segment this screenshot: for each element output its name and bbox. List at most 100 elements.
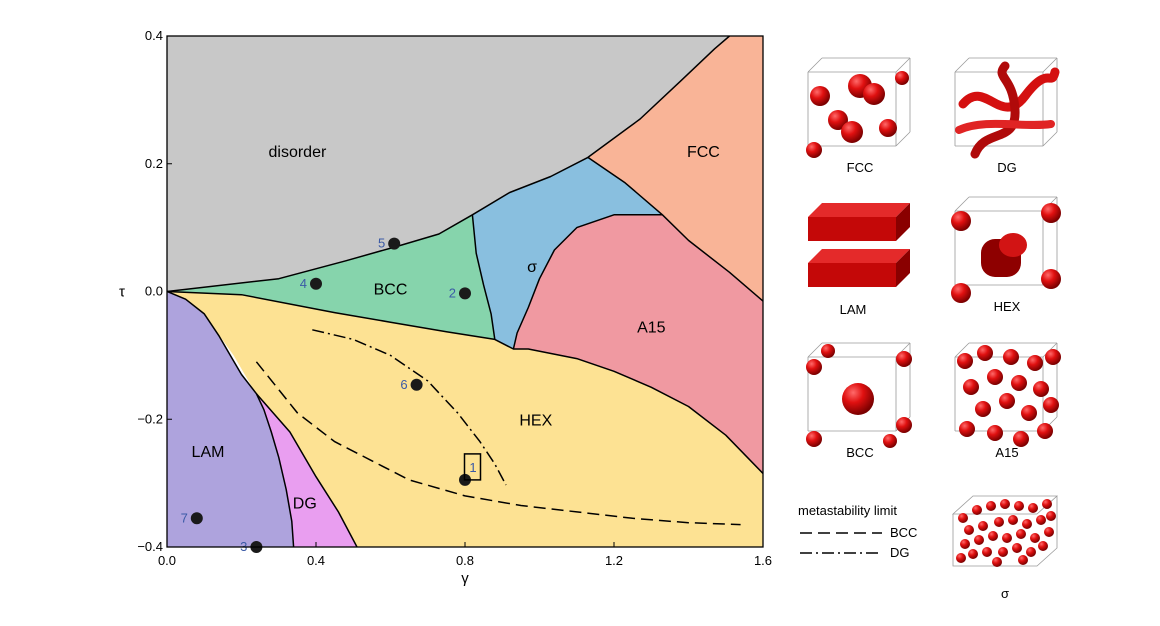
cube-edge — [1042, 131, 1058, 147]
cube-edge — [807, 57, 823, 73]
micelle-sphere — [956, 553, 966, 563]
region-label-hex: HEX — [519, 412, 552, 429]
micelle-sphere — [963, 379, 979, 395]
x-tick-label: 0.4 — [307, 553, 325, 568]
micelle-sphere — [883, 434, 897, 448]
micelle-sphere — [1028, 503, 1038, 513]
state-point-label-5: 5 — [378, 236, 385, 251]
x-tick-label: 1.6 — [754, 553, 772, 568]
state-point-label-4: 4 — [300, 276, 307, 291]
micelle-sphere — [987, 369, 1003, 385]
phase-boundary-5 — [167, 290, 763, 475]
phase-regions — [167, 36, 763, 547]
state-point-7 — [190, 512, 203, 525]
lamella-side — [896, 203, 910, 241]
y-tick-label: 0.4 — [145, 28, 163, 43]
highlight-box — [463, 453, 482, 481]
metastability-line-bcc — [255, 361, 741, 526]
region-label-dg: DG — [293, 495, 317, 512]
micelle-sphere — [842, 383, 874, 415]
micelle-sphere — [1041, 269, 1061, 289]
lamella-front — [808, 263, 896, 287]
micelle-sphere — [988, 531, 998, 541]
micelle-sphere — [1011, 375, 1027, 391]
cube-edge — [954, 57, 970, 73]
micelle-sphere — [1013, 431, 1029, 447]
metastability-legend: metastability limit BCC DG — [798, 503, 917, 560]
state-point-6 — [410, 378, 423, 391]
micelle-sphere — [987, 425, 1003, 441]
micelle-sphere — [1000, 499, 1010, 509]
micelle-sphere — [964, 525, 974, 535]
y-tick-label: 0.2 — [145, 156, 163, 171]
metastability-lines — [255, 329, 741, 526]
structure-caption-sigma: σ — [1001, 586, 1009, 601]
micelle-sphere — [1046, 511, 1056, 521]
y-axis-ticks: 0.40.20.0−0.2−0.4 — [137, 28, 172, 554]
phase-boundary-2 — [587, 156, 763, 302]
state-point-label-6: 6 — [400, 377, 407, 392]
cube-edge — [1042, 57, 1058, 73]
micelle-sphere — [896, 351, 912, 367]
state-point-label-1: 1 — [469, 460, 476, 475]
cube-edge — [954, 342, 970, 358]
region-label-bcc: BCC — [374, 281, 408, 298]
micelle-sphere — [1022, 519, 1032, 529]
structure-caption-dg: DG — [997, 160, 1017, 175]
y-tick-label: −0.4 — [137, 539, 163, 554]
micelle-sphere — [896, 417, 912, 433]
lamella-side — [896, 249, 910, 287]
micelle-sphere — [1041, 203, 1061, 223]
structure-thumbnail-fcc: FCC — [806, 57, 911, 175]
region-label-sigma: σ — [527, 259, 537, 276]
micelle-sphere — [968, 549, 978, 559]
phase-boundary-7 — [255, 393, 358, 547]
micelle-sphere — [828, 110, 848, 130]
micelle-sphere — [978, 521, 988, 531]
state-point-label-2: 2 — [449, 285, 456, 300]
lamella-top — [808, 203, 910, 217]
structure-thumbnail-sigma: σ — [951, 495, 1059, 601]
legend-bcc-label: BCC — [890, 525, 917, 540]
cube-edge — [954, 196, 970, 212]
cube-edge — [807, 342, 823, 358]
micelle-sphere — [994, 517, 1004, 527]
micelle-sphere — [841, 121, 863, 143]
y-axis-label: τ — [119, 284, 125, 301]
x-axis-label: γ — [461, 570, 469, 587]
x-tick-label: 0.8 — [456, 553, 474, 568]
micelle-sphere — [1043, 397, 1059, 413]
x-tick-label: 0.0 — [158, 553, 176, 568]
micelle-sphere — [1026, 547, 1036, 557]
micelle-sphere — [959, 421, 975, 437]
micelle-sphere — [1036, 515, 1046, 525]
lamella-top — [808, 249, 910, 263]
cube-edge — [895, 131, 911, 147]
micelle-sphere — [999, 393, 1015, 409]
phase-boundary-3 — [512, 214, 663, 350]
metastability-line-dg — [312, 329, 507, 486]
micelle-sphere — [1014, 501, 1024, 511]
micelle-sphere — [1042, 499, 1052, 509]
micelle-sphere — [1030, 533, 1040, 543]
state-point-label-7: 7 — [181, 510, 188, 525]
state-point-5 — [388, 237, 401, 250]
region-label-a15: A15 — [637, 320, 666, 337]
structure-thumbnail-hex: HEX — [951, 196, 1061, 314]
micelle-sphere — [992, 557, 1002, 567]
micelle-sphere — [1016, 529, 1026, 539]
structure-thumbnail-a15: A15 — [954, 342, 1061, 460]
structure-caption-lam: LAM — [840, 302, 867, 317]
micelle-sphere — [806, 359, 822, 375]
micelle-sphere — [986, 501, 996, 511]
y-tick-label: −0.2 — [137, 411, 163, 426]
cube-edge — [895, 57, 911, 73]
state-point-4 — [310, 277, 322, 290]
legend-dg-label: DG — [890, 545, 910, 560]
micelle-sphere — [982, 547, 992, 557]
micelle-sphere — [951, 283, 971, 303]
